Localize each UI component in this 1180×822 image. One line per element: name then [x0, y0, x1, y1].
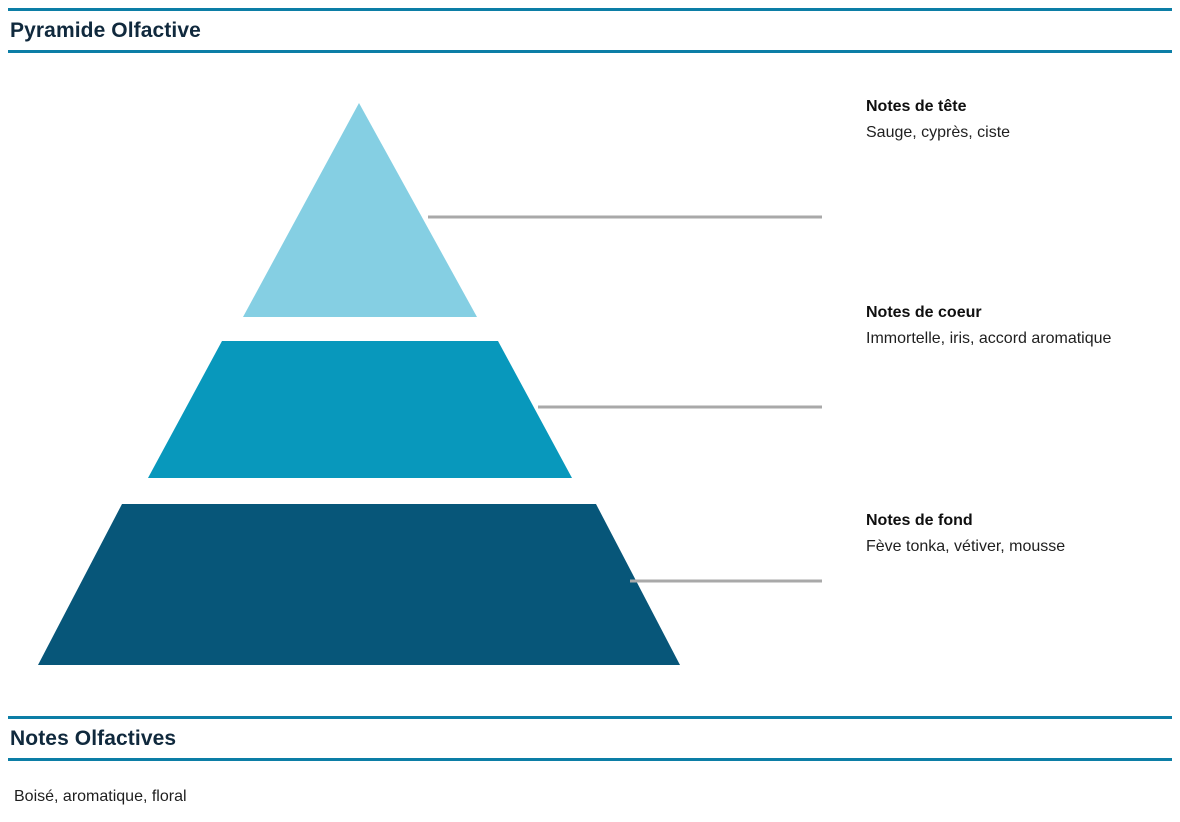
olfactive-pyramid-diagram	[0, 60, 1180, 710]
tier-notes-heart: Immortelle, iris, accord aromatique	[866, 329, 1112, 347]
pyramid-svg	[38, 103, 822, 665]
pyramid-tier-heart[interactable]	[148, 341, 572, 478]
footer-bottom-rule	[8, 758, 1172, 762]
olfactive-notes-text: Boisé, aromatique, floral	[14, 788, 187, 805]
header-top-rule	[8, 8, 1172, 11]
tier-name-base: Notes de fond	[866, 512, 973, 529]
tier-name-heart: Notes de coeur	[866, 304, 982, 321]
tier-label-base: Notes de fond Fève tonka, vétiver, mouss…	[866, 510, 1176, 558]
pyramide-olfactive-section-header: Pyramide Olfactive	[8, 8, 1172, 54]
footer-top-rule	[8, 716, 1172, 719]
tier-label-heart: Notes de coeur Immortelle, iris, accord …	[866, 302, 1176, 350]
footer-title: Notes Olfactives	[10, 727, 177, 750]
tier-name-top: Notes de tête	[866, 98, 967, 115]
header-bottom-rule	[8, 50, 1172, 54]
notes-olfactives-section-header: Notes Olfactives	[8, 716, 1172, 762]
tier-label-top: Notes de tête Sauge, cyprès, ciste	[866, 96, 1176, 144]
page-title: Pyramide Olfactive	[10, 19, 201, 42]
pyramid-tier-base[interactable]	[38, 504, 680, 665]
tier-notes-top: Sauge, cyprès, ciste	[866, 123, 1011, 141]
tier-notes-base: Fève tonka, vétiver, mousse	[866, 537, 1066, 555]
pyramid-tier-top[interactable]	[243, 103, 477, 317]
